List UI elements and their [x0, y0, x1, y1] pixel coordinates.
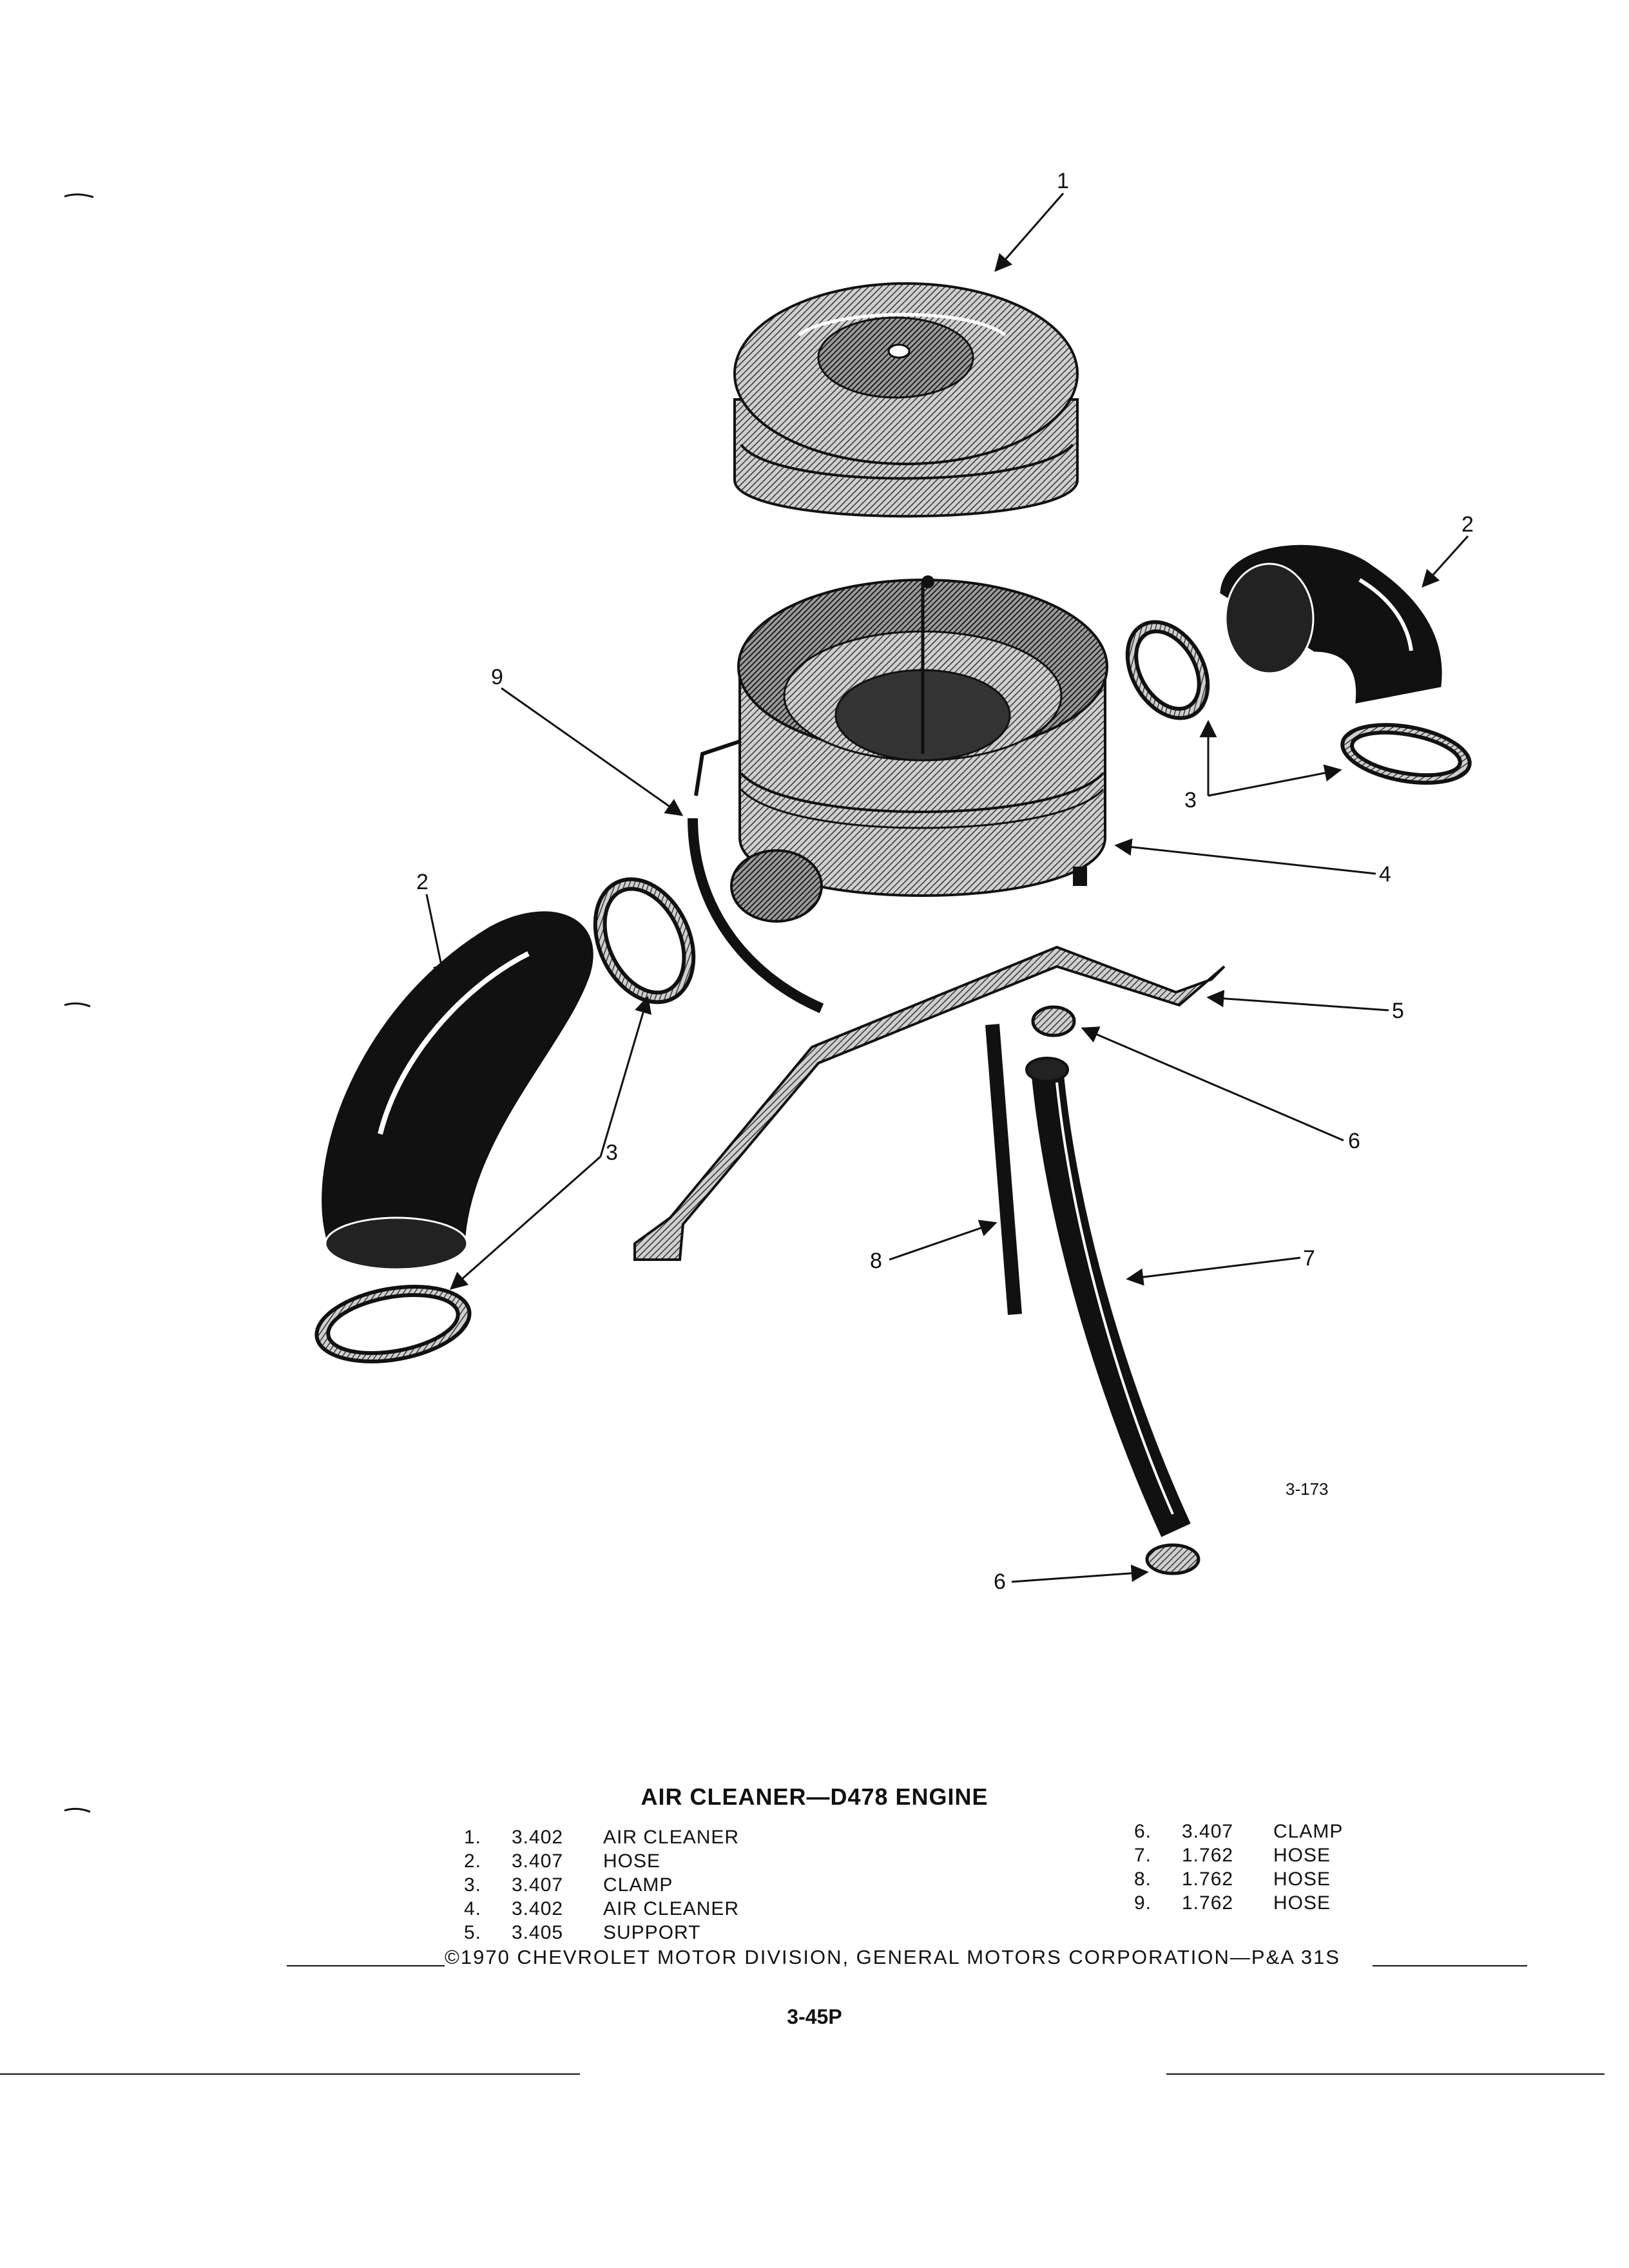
callout-3-lower: 3	[606, 1140, 618, 1165]
callout-1: 1	[1057, 169, 1069, 193]
part-4-air-cleaner-body	[694, 575, 1108, 923]
callout-9: 9	[491, 665, 503, 689]
part-9-small-hose	[688, 818, 824, 1014]
part-2-elbow-hose-upper	[1220, 544, 1442, 704]
part-3-clamps-lower	[314, 877, 696, 1364]
copyright-rule-left	[287, 1965, 445, 1966]
callout-7: 7	[1303, 1246, 1315, 1271]
part-8-thin-hose	[985, 1024, 1022, 1315]
callout-3-upper: 3	[1184, 788, 1197, 812]
copyright-line: ©1970 CHEVROLET MOTOR DIVISION, GENERAL …	[445, 1946, 1340, 1968]
margin-marks	[64, 193, 94, 1813]
copyright-rule-right	[1373, 1965, 1527, 1966]
figure-reference: 3-173	[1286, 1479, 1329, 1499]
callout-2-upper: 2	[1461, 512, 1474, 537]
part-6-clamps	[1031, 1005, 1200, 1575]
caption-title: AIR CLEANER—D478 ENGINE	[641, 1783, 988, 1810]
callout-6-lower: 6	[994, 1570, 1006, 1594]
callout-6-upper: 6	[1348, 1129, 1360, 1153]
bottom-rule-right	[1166, 2073, 1605, 2075]
callout-labels: 1 2 3 4 5 6 7 8 6 9 2 3 3-173	[416, 169, 1474, 1594]
callout-5: 5	[1392, 999, 1404, 1023]
part-1-air-cleaner-cover	[733, 282, 1079, 518]
part-7-long-hose	[1025, 1057, 1191, 1537]
page-number: 3-45P	[787, 2005, 842, 2028]
callout-4: 4	[1379, 862, 1391, 887]
part-5-support	[633, 945, 1226, 1261]
callout-8: 8	[870, 1249, 882, 1273]
part-3-clamps-upper	[1125, 620, 1472, 785]
part-2-curved-hose-lower	[322, 911, 593, 1271]
leader-lines	[425, 193, 1469, 1583]
bottom-rule-left	[0, 2073, 580, 2075]
callout-2-lower: 2	[416, 870, 429, 894]
